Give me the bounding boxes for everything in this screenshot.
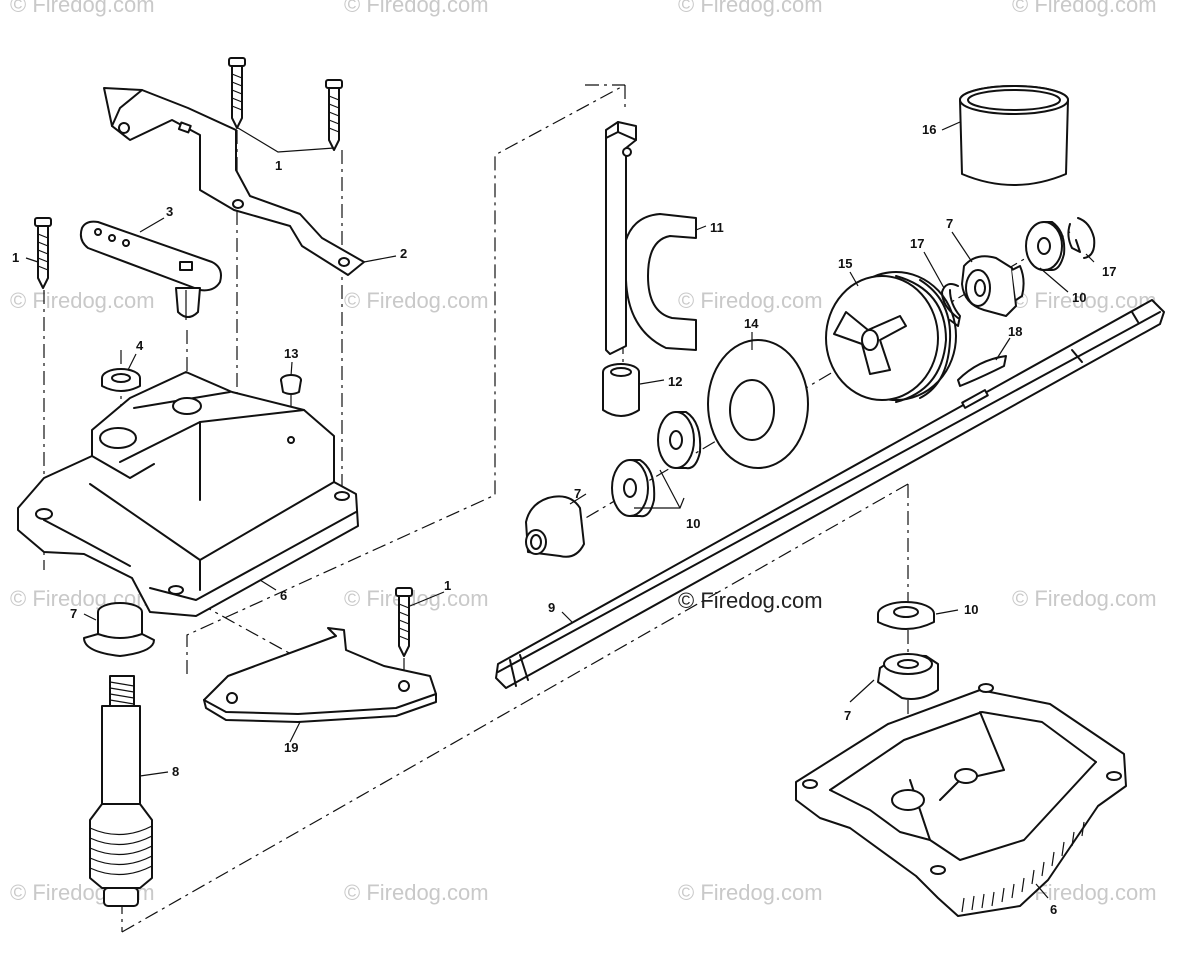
bushing-part-7-left (83, 602, 155, 657)
cup-part-16 (959, 85, 1069, 186)
callout-6: 6 (1050, 902, 1057, 917)
watermark: © Firedog.com (10, 288, 155, 313)
callout-11: 11 (710, 220, 724, 235)
snap-ring-part-17-a (941, 283, 961, 327)
screw-part-1-top-left (228, 57, 246, 129)
watermark: © Firedog.com (678, 880, 823, 905)
axle-shaft-part-9 (495, 299, 1165, 689)
callout-19: 19 (284, 740, 298, 755)
callout-1: 1 (12, 250, 19, 265)
housing-top-part-6 (17, 371, 359, 617)
center-watermark: © Firedog.com (678, 588, 823, 613)
watermark: © Firedog.com (344, 288, 489, 313)
gear-part-14 (707, 339, 809, 469)
washer-part-10-center-a (611, 459, 656, 518)
watermark: © Firedog.com (1012, 0, 1157, 17)
screw-part-1-lower (395, 587, 413, 657)
watermark: © Firedog.com (1012, 586, 1157, 611)
bushing-part-7-center (525, 495, 585, 558)
spacer-part-12 (602, 363, 640, 417)
watermark: © Firedog.com (344, 0, 489, 17)
worm-shaft-part-8 (89, 675, 153, 907)
washer-part-4 (101, 368, 141, 392)
callout-15: 15 (838, 256, 852, 271)
watermark: © Firedog.com (344, 880, 489, 905)
callout-7: 7 (946, 216, 953, 231)
washer-part-10-lower (877, 601, 935, 630)
bushing-part-7-lower (877, 653, 939, 700)
watermark: © Firedog.com (1012, 288, 1157, 313)
callout-8: 8 (172, 764, 179, 779)
callout-10: 10 (964, 602, 978, 617)
callout-7: 7 (574, 486, 581, 501)
callout-18: 18 (1008, 324, 1022, 339)
screw-part-1-left (34, 217, 52, 289)
snap-ring-part-17-b (1067, 217, 1096, 259)
callout-7: 7 (844, 708, 851, 723)
callout-13: 13 (284, 346, 298, 361)
callout-10: 10 (686, 516, 700, 531)
plate-part-19 (203, 627, 437, 723)
washer-part-10-right (1025, 221, 1066, 271)
lever-part-3 (79, 220, 222, 320)
callout-10: 10 (1072, 290, 1086, 305)
bracket-part-2 (103, 87, 365, 276)
callout-7: 7 (70, 606, 77, 621)
callout-9: 9 (548, 600, 555, 615)
callout-17: 17 (910, 236, 924, 251)
shift-fork-part-11 (605, 121, 697, 355)
watermark: © Firedog.com (678, 288, 823, 313)
callout-6: 6 (280, 588, 287, 603)
leader-lines (25, 121, 1095, 899)
screw-part-1-top-right (325, 79, 343, 151)
callout-12: 12 (668, 374, 682, 389)
callout-14: 14 (744, 316, 759, 331)
washer-part-10-center-b (657, 411, 702, 470)
callout-16: 16 (922, 122, 936, 137)
watermark: © Firedog.com (10, 0, 155, 17)
key-part-18 (957, 355, 1007, 387)
clutch-part-15 (825, 271, 957, 403)
callout-17: 17 (1102, 264, 1116, 279)
callout-1: 1 (444, 578, 451, 593)
callout-1: 1 (275, 158, 282, 173)
bushing-part-7-right (961, 255, 1025, 317)
callout-2: 2 (400, 246, 407, 261)
housing-bottom-part-6 (795, 683, 1127, 917)
watermark: © Firedog.com (678, 0, 823, 17)
cap-part-13 (280, 374, 302, 395)
callout-3: 3 (166, 204, 173, 219)
callout-labels: 1 1 1 2 3 4 6 6 7 7 7 7 8 9 10 10 10 11 … (12, 122, 1116, 917)
watermark: © Firedog.com (344, 586, 489, 611)
callout-4: 4 (136, 338, 144, 353)
